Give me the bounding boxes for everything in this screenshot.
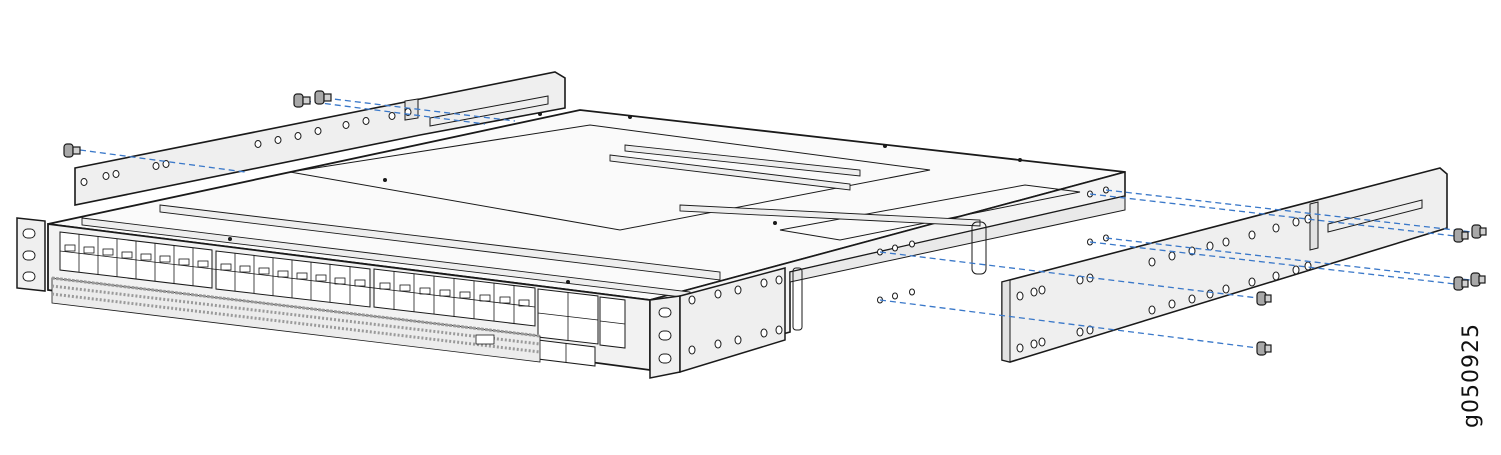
screw-front-2 [1471,224,1487,239]
screw-side-2 [1256,341,1272,356]
switch-chassis [16,109,1126,379]
mounting-screws [63,90,1487,356]
front-vent-band [51,276,541,363]
leader-lines [79,97,1473,349]
screw-rear-1 [63,143,81,158]
screw-rear-3 [314,90,332,105]
screw-side-1 [1256,291,1272,306]
figure-id-text: g050925 [1458,322,1484,428]
screw-front-1 [1453,228,1469,243]
screw-rear-2 [293,93,311,108]
rear-mounting-bracket-left [74,71,566,206]
screw-front-3 [1453,276,1469,291]
screw-front-4 [1470,272,1486,287]
figure-id-label: g050925 [1441,300,1501,450]
